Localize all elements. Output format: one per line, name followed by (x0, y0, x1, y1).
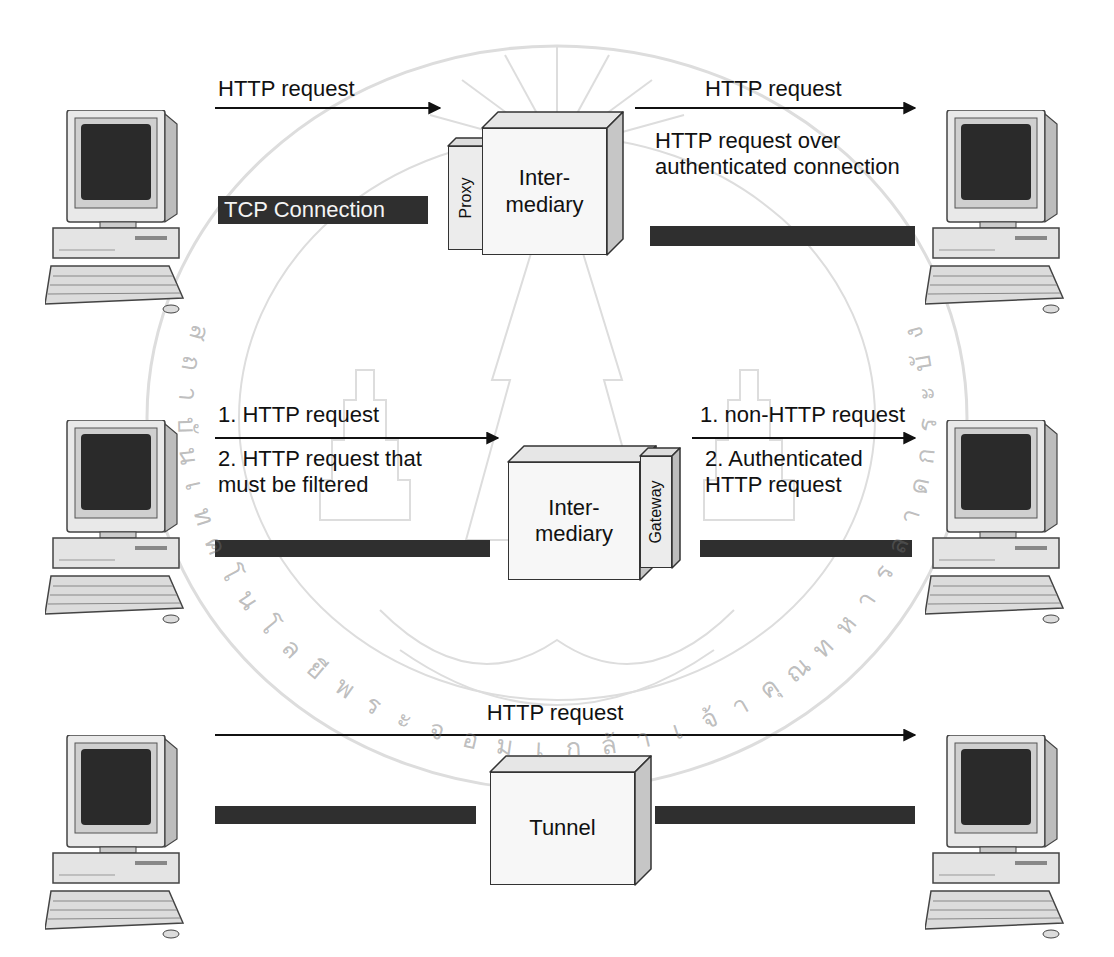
watermark-emblem (147, 45, 967, 790)
box-top-face (508, 446, 656, 462)
arrow-label: 1. non-HTTP request (700, 402, 915, 428)
watermark-naga (400, 650, 714, 705)
request-arrow (215, 107, 440, 109)
request-arrows (215, 108, 915, 735)
connection-bar: TCP Connection (218, 196, 428, 224)
node-text: Gateway (646, 480, 665, 543)
watermark-glyph: ง (900, 323, 928, 342)
box-side-face (607, 112, 623, 255)
watermark-glyph: ห (830, 610, 861, 640)
computer (45, 420, 183, 623)
watermark-glyph: ส (185, 321, 214, 343)
watermark-glyph: า (633, 725, 654, 754)
watermark-glyph: ร (869, 561, 899, 586)
watermark-glyph: จ้ (697, 704, 721, 734)
proxy-tab: Proxy (448, 146, 484, 250)
node-text: Proxy (456, 178, 475, 219)
watermark-glyph: บั (908, 352, 936, 373)
watermark-glyph: บั (174, 416, 200, 434)
watermark-tower (320, 370, 410, 520)
node-text: Inter- mediary (491, 165, 598, 218)
node-text: Inter- mediary (517, 495, 631, 548)
watermark-glyph: ม (495, 731, 515, 759)
computer (925, 735, 1063, 938)
intermediary-box: Inter- mediary (482, 128, 607, 255)
watermark-glyph: ล (883, 533, 913, 558)
connection-bar (650, 226, 915, 246)
watermark-glyph: า (851, 587, 881, 614)
arrow-label: HTTP request over authenticated connecti… (655, 128, 910, 180)
watermark-glyph: ะ (913, 386, 940, 402)
watermark-glyph: น (175, 445, 203, 466)
watermark-glyph: ถ (178, 353, 206, 373)
watermark-glyph: โ (254, 611, 283, 638)
watermark-glyph: ก (566, 734, 583, 761)
box-top-face (482, 112, 623, 128)
watermark-glyph: เ (181, 479, 208, 493)
watermark-naga (380, 610, 734, 664)
watermark-glyph: า (896, 505, 925, 527)
tcp-connection-bars (215, 226, 915, 824)
arrow-label: 1. HTTP request (218, 402, 379, 428)
request-arrow (215, 437, 498, 439)
watermark-glyph: เ (535, 734, 545, 760)
watermark-glyph: ท (807, 633, 837, 663)
arrow-label: 2. HTTP request that must be filtered (218, 446, 453, 498)
box-top-face (490, 756, 651, 772)
box-faces (448, 112, 680, 885)
watermark-glyph: พ (330, 673, 359, 704)
arrow-label: 2. Authenticated HTTP request (705, 446, 905, 498)
request-arrow (215, 734, 915, 736)
watermark-glyph: ค (200, 532, 231, 558)
computer (925, 110, 1063, 313)
watermark-glyph: ร (362, 690, 387, 720)
node-text: TCP Connection (224, 197, 385, 223)
connection-bar (215, 806, 476, 824)
watermark-glyph: น (233, 585, 265, 614)
box-side-face (635, 756, 651, 885)
watermark-glyph: อ (460, 724, 482, 753)
watermark-glyph: ด (905, 475, 934, 497)
watermark-glyph: โ (216, 561, 246, 586)
arrow-label: HTTP request (218, 76, 355, 102)
computer (45, 110, 183, 313)
tunnel-box: Tunnel (490, 772, 635, 885)
watermark-glyph: ณ (779, 652, 814, 687)
watermark-glyph: ล้ (599, 731, 618, 759)
watermark-glyph: ะ (393, 704, 416, 733)
connection-bar (700, 540, 912, 557)
request-arrow (635, 107, 915, 109)
watermark-glyph: า (174, 385, 201, 402)
watermark-glyph: ร (914, 417, 940, 432)
node-text: Tunnel (529, 815, 595, 841)
watermark-glyph: คุ (755, 673, 784, 704)
arrow-label: HTTP request (487, 700, 624, 726)
request-arrow (692, 437, 915, 439)
computer (45, 735, 183, 938)
tab-side-face (672, 448, 680, 568)
intermediary-box: Inter- mediary (508, 462, 640, 580)
watermark-glyph: ล (277, 633, 307, 663)
watermark-glyph: า (727, 690, 753, 720)
watermark-tower (704, 370, 794, 520)
connection-bar (215, 540, 490, 557)
watermark-ring (147, 46, 967, 790)
watermark-glyph: ยี (303, 655, 331, 685)
gateway-tab: Gateway (640, 456, 672, 568)
watermark-glyph: ท (189, 504, 219, 528)
watermark-glyph: เ (668, 717, 685, 745)
watermark-glyph: จ (426, 716, 449, 745)
computer (925, 420, 1063, 623)
arrow-label: HTTP request (705, 76, 842, 102)
connection-bar (655, 806, 915, 824)
watermark-glyph: ก (911, 446, 939, 465)
